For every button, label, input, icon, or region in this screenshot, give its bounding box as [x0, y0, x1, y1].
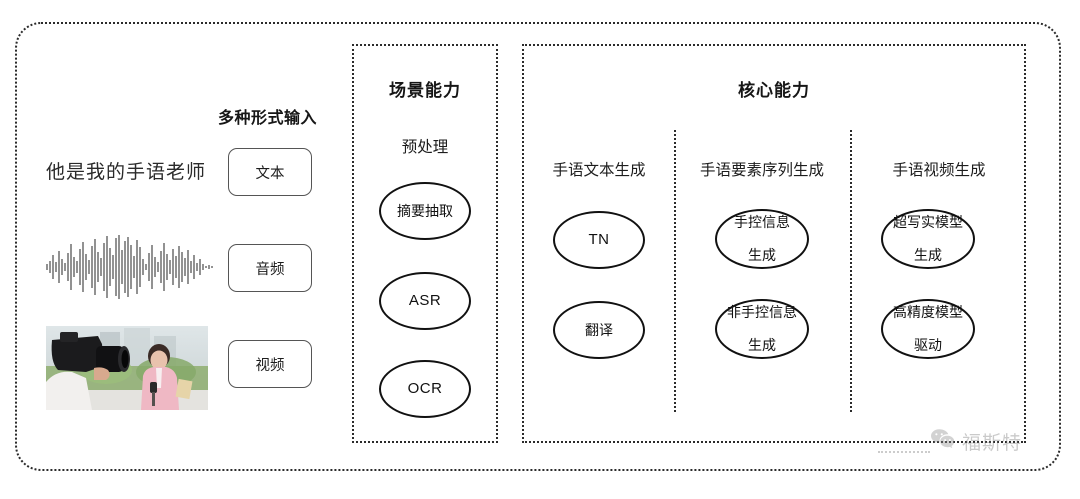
outer-frame: [15, 22, 1061, 471]
node-translation[interactable]: 翻译: [553, 301, 645, 359]
node-manual-info-generation[interactable]: 手控信息 生成: [715, 209, 809, 269]
audio-waveform: [42, 233, 217, 301]
input-button-text[interactable]: 文本: [228, 148, 312, 196]
scene-column-heading-preprocess: 预处理: [401, 139, 449, 156]
node-nonmanual-info-generation[interactable]: 非手控信息 生成: [715, 299, 809, 359]
input-button-audio[interactable]: 音频: [228, 244, 312, 292]
core-divider-2: [850, 130, 852, 412]
node-photoreal-model-generation[interactable]: 超写实模型 生成: [881, 209, 975, 269]
core-panel-title: 核心能力: [738, 81, 810, 100]
video-thumbnail: [46, 326, 208, 410]
core-column-heading-sign-elements: 手语要素序列生成: [699, 162, 824, 179]
core-column-heading-sign-text: 手语文本生成: [552, 162, 646, 179]
watermark: 福斯特: [930, 428, 1022, 455]
scene-capability-panel: 场景能力 预处理 摘要抽取 ASR OCR: [352, 44, 498, 443]
core-capability-panel: 核心能力 手语文本生成 TN 翻译 手语要素序列生成 手控信息 生成 非手控信息…: [522, 44, 1026, 443]
node-summary-extraction[interactable]: 摘要抽取: [379, 182, 471, 240]
node-asr[interactable]: ASR: [379, 272, 471, 330]
text-sample: 他是我的手语老师: [46, 162, 207, 183]
node-high-precision-model-drive[interactable]: 高精度模型 驱动: [881, 299, 975, 359]
watermark-text: 福斯特: [962, 433, 1023, 454]
core-divider-1: [674, 130, 676, 412]
watermark-dotted-line: [878, 451, 930, 453]
input-section-title: 多种形式输入: [218, 110, 318, 127]
node-ocr[interactable]: OCR: [379, 360, 471, 418]
node-tn[interactable]: TN: [553, 211, 645, 269]
input-button-video[interactable]: 视频: [228, 340, 312, 388]
wechat-icon: [930, 428, 956, 455]
core-column-heading-sign-video: 手语视频生成: [892, 162, 986, 179]
scene-panel-title: 场景能力: [389, 81, 461, 100]
